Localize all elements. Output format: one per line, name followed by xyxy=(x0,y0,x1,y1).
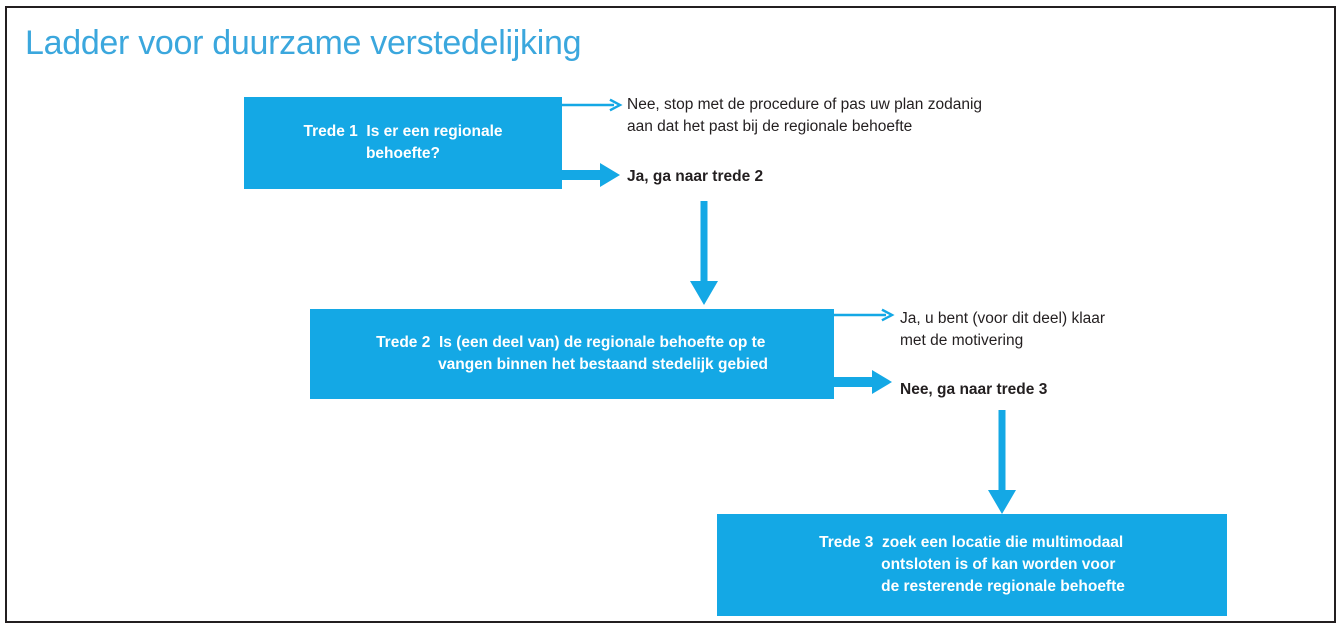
diagram-frame: Ladder voor duurzame verstedelijking Tre… xyxy=(5,6,1336,623)
trede1-to-trede2-arrow xyxy=(689,201,719,309)
step-3-label: Trede 3 xyxy=(819,534,874,551)
step-2-question-line2: vangen binnen het bestaand stedelijk geb… xyxy=(438,356,768,373)
trede2-outcome-no-text: Nee, ga naar trede 3 xyxy=(900,381,1048,398)
step-3-question-line1: zoek een locatie die multimodaal xyxy=(882,534,1124,551)
trede1-outcome-yes-text: Ja, ga naar trede 2 xyxy=(627,168,764,185)
trede1-thick-arrow xyxy=(560,160,626,190)
step-2-text: Trede 2 Is (een deel van) de regionale b… xyxy=(376,332,768,376)
page-title: Ladder voor duurzame verstedelijking xyxy=(25,24,582,62)
step-1-text: Trede 1 Is er een regionale behoefte? xyxy=(303,121,502,165)
trede2-thick-arrow xyxy=(832,367,898,397)
step-box-trede-2[interactable]: Trede 2 Is (een deel van) de regionale b… xyxy=(310,309,834,399)
step-2-question-line1: Is (een deel van) de regionale behoefte … xyxy=(438,334,766,351)
trede1-outcome-no-text: Nee, stop met de procedure of pas uw pla… xyxy=(627,96,983,136)
step-3-text: Trede 3 zoek een locatie die multimodaal… xyxy=(819,532,1125,598)
step-box-trede-1[interactable]: Trede 1 Is er een regionale behoefte? xyxy=(244,97,562,189)
step-box-trede-3[interactable]: Trede 3 zoek een locatie die multimodaal… xyxy=(717,514,1227,616)
trede2-outcome-yes-text: Ja, u bent (voor dit deel) klaar met de … xyxy=(900,310,1106,350)
step-1-question-line1: Is er een regionale xyxy=(366,123,503,140)
step-2-label: Trede 2 xyxy=(376,334,431,351)
trede2-thin-arrow xyxy=(834,308,896,326)
step-3-question-line3: de resterende regionale behoefte xyxy=(881,578,1125,595)
step-1-label: Trede 1 xyxy=(303,123,358,140)
step-1-question-line2: behoefte? xyxy=(365,145,441,162)
step-3-question-line2: ontsloten is of kan worden voor xyxy=(881,556,1116,573)
trede1-thin-arrow xyxy=(562,98,624,116)
trede2-to-trede3-arrow xyxy=(987,410,1017,518)
